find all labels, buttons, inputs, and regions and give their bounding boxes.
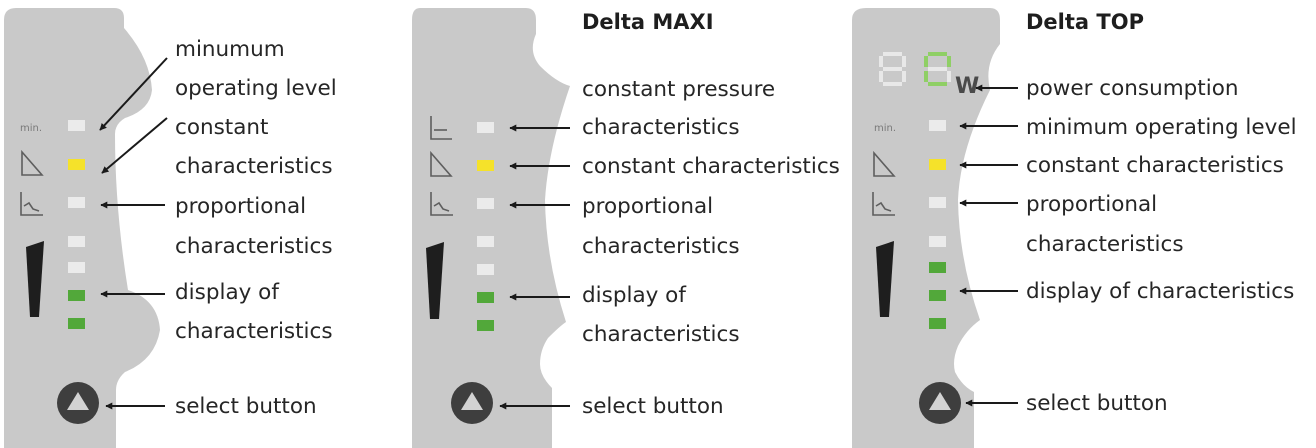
panel-body	[852, 8, 1000, 448]
label-min-level: minimum operating level	[1026, 115, 1297, 140]
led-display-2	[477, 264, 494, 275]
panel-basic: min. minumum operating level constant ch…	[4, 8, 337, 448]
digit-1	[879, 52, 906, 86]
panel-title: Delta TOP	[1026, 10, 1144, 34]
min-label: min.	[20, 123, 42, 134]
triangle-up-icon	[67, 392, 89, 410]
arrow-constant	[101, 117, 168, 174]
led-display-4	[929, 318, 946, 329]
proportional-characteristic-icon	[872, 192, 895, 216]
led-proportional	[68, 197, 85, 208]
label-constant: constant characteristics	[1026, 153, 1284, 178]
panel-delta-maxi: Delta MAXI constant pressure character	[412, 8, 840, 448]
label-display-1: display of	[582, 283, 686, 308]
proportional-characteristic-icon	[430, 192, 453, 216]
label-select: select button	[582, 394, 724, 419]
led-display-4	[68, 318, 85, 329]
led-constant	[929, 159, 946, 170]
label-proportional-2: characteristics	[175, 234, 333, 259]
panel-delta-top: Delta TOP W min.	[852, 8, 1297, 448]
constant-characteristic-icon	[430, 150, 453, 177]
min-label: min.	[874, 123, 896, 134]
label-select: select button	[1026, 391, 1168, 416]
constant-characteristic-icon	[873, 150, 896, 177]
digit-2	[924, 52, 951, 86]
panel-title: Delta MAXI	[582, 10, 714, 34]
triangle-up-icon	[461, 392, 483, 410]
panel-body	[412, 8, 570, 448]
label-select: select button	[175, 394, 317, 419]
speed-wedge-icon	[426, 242, 444, 319]
label-constant: constant characteristics	[582, 154, 840, 179]
select-button[interactable]	[57, 382, 99, 424]
led-constant	[68, 159, 85, 170]
label-proportional-2: characteristics	[582, 234, 740, 259]
label-pressure-1: constant pressure	[582, 77, 775, 102]
label-constant-2: characteristics	[175, 154, 333, 179]
label-proportional-1: proportional	[582, 194, 713, 219]
seven-segment-display: W	[879, 52, 979, 99]
triangle-up-icon	[929, 392, 951, 410]
label-proportional-1: proportional	[1026, 192, 1157, 217]
led-pressure	[477, 122, 494, 133]
label-constant-1: constant	[175, 115, 268, 140]
led-min	[68, 120, 85, 131]
led-constant	[477, 160, 494, 171]
led-display-1	[68, 236, 85, 247]
label-power: power consumption	[1026, 76, 1239, 101]
label-min-level-2: operating level	[175, 76, 337, 101]
led-proportional	[477, 198, 494, 209]
panel-body	[4, 8, 160, 448]
speed-wedge-icon	[26, 241, 44, 317]
led-display-2	[68, 262, 85, 273]
led-display-2	[929, 262, 946, 273]
watt-unit: W	[955, 74, 979, 99]
label-display: display of characteristics	[1026, 279, 1294, 304]
led-display-1	[929, 236, 946, 247]
label-display-2: characteristics	[175, 319, 333, 344]
led-proportional	[929, 197, 946, 208]
led-display-4	[477, 320, 494, 331]
led-display-1	[477, 236, 494, 247]
label-proportional-1: proportional	[175, 194, 306, 219]
label-min-level-1: minumum	[175, 37, 285, 62]
proportional-characteristic-icon	[20, 192, 43, 216]
select-button[interactable]	[451, 382, 493, 424]
led-min	[929, 120, 946, 131]
arrow-min	[99, 57, 168, 131]
label-pressure-2: characteristics	[582, 115, 740, 140]
led-display-3	[929, 290, 946, 301]
led-display-3	[477, 292, 494, 303]
constant-characteristic-icon	[21, 149, 44, 176]
select-button[interactable]	[919, 382, 961, 424]
led-display-3	[68, 290, 85, 301]
label-display-2: characteristics	[582, 322, 740, 347]
label-proportional-2: characteristics	[1026, 232, 1184, 257]
label-display-1: display of	[175, 280, 279, 305]
speed-wedge-icon	[876, 241, 894, 317]
constant-pressure-characteristic-icon	[430, 116, 452, 140]
